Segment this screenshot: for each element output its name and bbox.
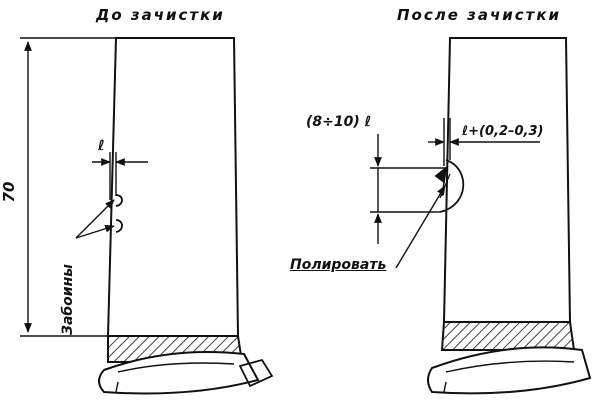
right-view-title: После зачистки [397, 6, 562, 24]
left-callout [75, 199, 115, 239]
left-width-value: ℓ [98, 138, 105, 154]
left-blade-outline [106, 37, 240, 337]
left-view-title: До зачистки [96, 6, 225, 24]
left-width-dimension [92, 152, 148, 200]
right-blade-root-band [440, 321, 576, 351]
left-height-value: 70 [0, 182, 18, 203]
right-length-value: (8÷10) ℓ [306, 114, 372, 130]
nick-upper [115, 194, 123, 207]
right-length-dimension [370, 134, 446, 244]
nick-lower [115, 219, 123, 233]
left-shank-notch [238, 358, 274, 388]
right-blade [427, 37, 592, 395]
left-callout-label: Забоины [60, 264, 76, 335]
right-blade-shank [427, 346, 592, 395]
right-callout-label: Полировать [290, 257, 387, 273]
left-height-dimension [20, 37, 116, 337]
left-blade-shank [98, 351, 260, 395]
right-callout [395, 185, 446, 269]
right-depth-dimension [428, 118, 540, 166]
right-depth-value: ℓ+(0,2–0,3) [462, 124, 544, 139]
left-blade [98, 37, 274, 395]
left-nicks [115, 194, 123, 233]
